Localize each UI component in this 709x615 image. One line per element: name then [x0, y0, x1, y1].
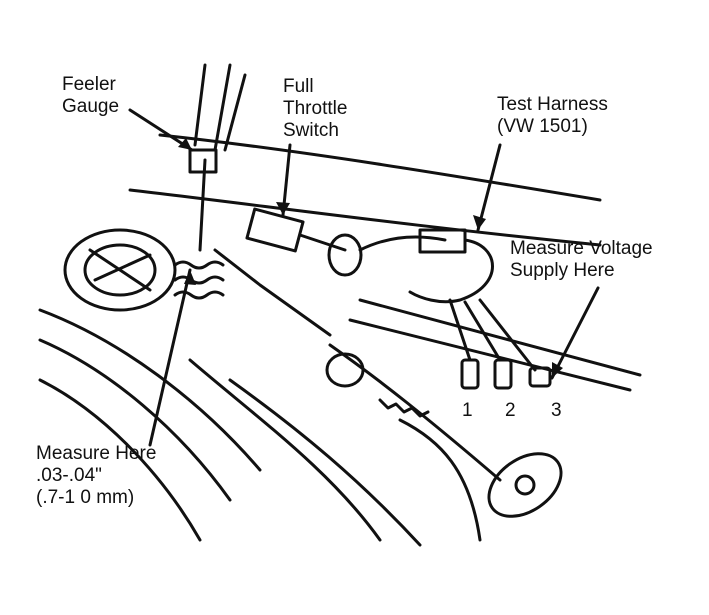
cable-spring [378, 398, 430, 418]
terminal-2-clip [493, 358, 513, 390]
plug [327, 233, 363, 277]
measure-voltage-line-1: Measure Voltage [510, 238, 653, 259]
right-housing-lower [348, 318, 632, 392]
spring [173, 260, 225, 300]
switch-to-plug [298, 233, 347, 252]
throttle-drum [63, 228, 177, 312]
plug-wire [358, 235, 447, 252]
arrowhead-measure-here [184, 270, 196, 285]
hose-6 [398, 418, 482, 542]
full-throttle-line-2: Throttle [283, 98, 348, 119]
measure-voltage-label: Measure Voltage Supply Here [510, 238, 653, 282]
drum-ribs [88, 248, 152, 292]
right-housing [358, 298, 642, 377]
harness-loop [408, 238, 494, 304]
throttle-cable [328, 343, 502, 482]
arrowhead-measure-voltage [552, 362, 563, 378]
test-harness-line-2: (VW 1501) [497, 116, 588, 137]
arrow-measure-here [148, 268, 192, 447]
measure-voltage-line-2: Supply Here [510, 260, 615, 281]
flange-hole [514, 474, 536, 496]
feeler-gauge-line-1: Feeler [62, 74, 116, 95]
gauge-blade [198, 158, 207, 252]
gauge-handle-3 [223, 73, 247, 152]
arrow-test-harness [476, 143, 502, 232]
test-harness-line-1: Test Harness [497, 94, 608, 115]
arrow-measure-voltage [550, 286, 600, 380]
cable-grommet [325, 352, 365, 388]
arrowhead-feeler-gauge [178, 138, 192, 150]
hose-5 [228, 378, 422, 547]
harness-lead-2 [463, 300, 502, 362]
throttle-drum-inner [83, 243, 157, 297]
terminal-1-label: 1 [462, 400, 473, 421]
gauge-handle-1 [193, 63, 207, 147]
harness-lead-3 [478, 298, 537, 372]
arrowhead-test-harness [473, 215, 486, 230]
full-throttle-switch-label: Full Throttle Switch [283, 76, 347, 142]
terminal-2-label: 2 [505, 400, 516, 421]
cover-edge-bottom [128, 188, 602, 247]
measure-here-line-2: .03-.04" [36, 465, 102, 486]
full-throttle-line-3: Switch [283, 120, 339, 141]
arrowhead-full-throttle [276, 202, 290, 215]
test-harness-label: Test Harness (VW 1501) [497, 94, 608, 138]
linkage-arm [213, 248, 332, 337]
terminal-3-clip [528, 366, 552, 388]
terminal-3-label: 3 [551, 400, 562, 421]
measure-here-line-3: (.7-1 0 mm) [36, 487, 135, 508]
terminal-1-clip [460, 358, 480, 390]
measure-here-label: Measure Here .03-.04" (.7-1 0 mm) [36, 443, 156, 509]
gauge-clamp [188, 148, 218, 174]
hose-4 [188, 358, 382, 542]
gauge-handle-2 [213, 63, 232, 152]
flange-plate [487, 452, 563, 518]
feeler-gauge-label: Feeler Gauge [62, 74, 119, 118]
harness-lead-1 [448, 298, 472, 362]
full-throttle-line-1: Full [283, 76, 314, 97]
feeler-gauge-line-2: Gauge [62, 96, 120, 117]
switch-body [245, 207, 305, 253]
hose-3 [38, 378, 202, 542]
measure-here-line-1: Measure Here [36, 443, 157, 464]
hose-2 [38, 338, 232, 502]
hose-1 [38, 308, 262, 472]
